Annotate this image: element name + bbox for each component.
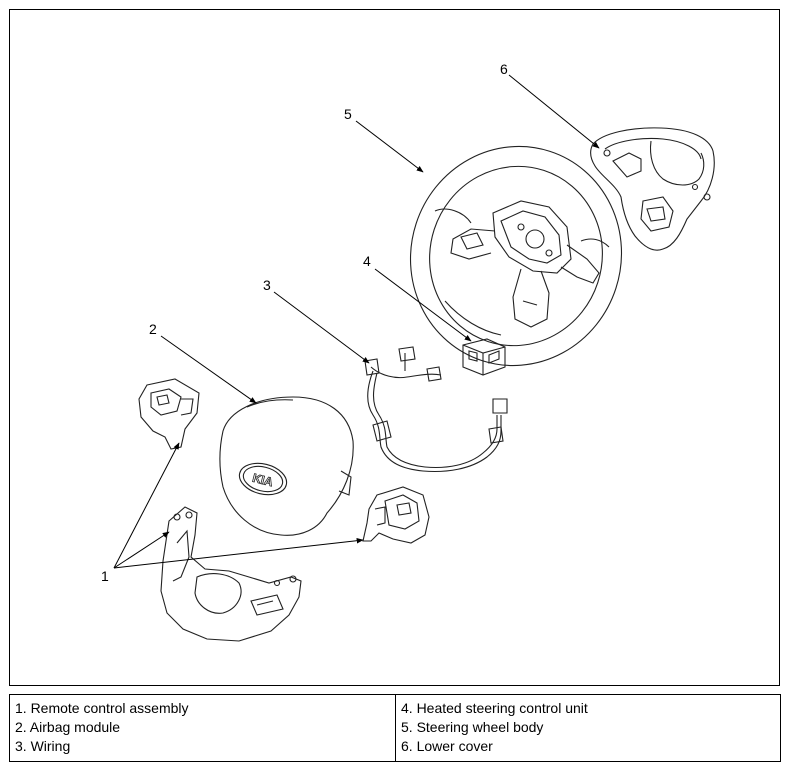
remote-control-bezel <box>160 506 302 642</box>
callout-3: 3 <box>263 277 271 293</box>
exploded-view-diagram: KIA <box>101 61 715 642</box>
heated-steering-control-unit <box>462 338 506 376</box>
callout-2: 2 <box>149 321 157 337</box>
leader-line-5 <box>355 120 424 173</box>
lower-cover <box>590 127 715 251</box>
legend-item-5: 5. Steering wheel body <box>401 719 544 735</box>
callout-1: 1 <box>101 568 109 584</box>
leader-line-4 <box>374 268 472 342</box>
legend-column-left: 1. Remote control assembly 2. Airbag mod… <box>10 695 396 761</box>
callout-4: 4 <box>363 253 371 269</box>
kia-emblem-text: KIA <box>251 471 275 490</box>
remote-control-switch-left <box>138 378 200 450</box>
callout-6: 6 <box>500 61 508 77</box>
legend-item-1: 1. Remote control assembly <box>15 700 189 716</box>
legend-item-4: 4. Heated steering control unit <box>401 700 588 716</box>
callout-5: 5 <box>344 106 352 122</box>
leader-line-1a <box>113 442 180 569</box>
wiring-harness <box>364 346 508 472</box>
leader-line-1c <box>113 537 364 569</box>
leader-line-3 <box>273 291 370 364</box>
leader-line-2 <box>160 335 257 404</box>
leader-line-6 <box>508 74 600 149</box>
exploded-view-frame: KIA <box>9 9 780 686</box>
airbag-module <box>219 396 354 536</box>
leader-line-1b <box>113 531 170 569</box>
steering-wheel-body <box>409 145 623 367</box>
legend-column-right: 4. Heated steering control unit 5. Steer… <box>396 695 780 761</box>
remote-control-switch-right <box>362 486 430 544</box>
legend-item-2: 2. Airbag module <box>15 719 121 735</box>
kia-emblem <box>238 462 288 496</box>
legend-item-3: 3. Wiring <box>15 738 71 754</box>
parts-legend: 1. Remote control assembly 2. Airbag mod… <box>9 694 781 762</box>
legend-item-6: 6. Lower cover <box>401 738 493 754</box>
